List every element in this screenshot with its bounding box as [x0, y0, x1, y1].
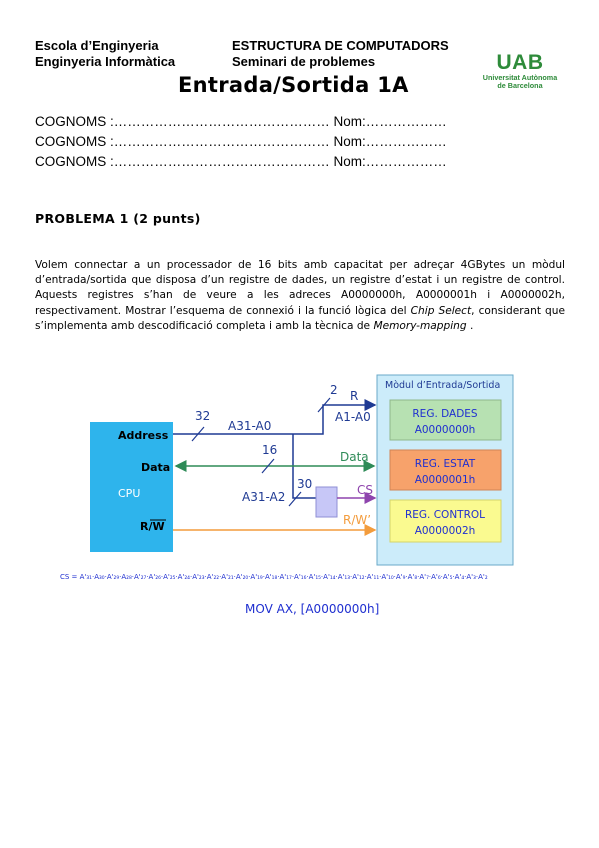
data-bus-label: Data [340, 450, 369, 464]
course-name: ESTRUCTURA DE COMPUTADORS [232, 38, 449, 53]
address-label: Address [118, 429, 169, 442]
reg-status-label: REG. ESTAT [415, 458, 476, 470]
mov-instruction: MOV AX, [A0000000h] [245, 602, 380, 616]
name-field[interactable]: ……………… [365, 114, 447, 129]
a31-a2-label: A31-A2 [242, 490, 285, 504]
uab-logo: UAB Universitat Autònoma de Barcelona [472, 52, 568, 90]
reg-data-address: A0000000h [415, 424, 476, 436]
data-bus-width: 16 [262, 443, 277, 457]
address-bus-width: 32 [195, 409, 210, 423]
problem-text: Volem connectar a un processador de 16 b… [35, 258, 565, 334]
name-line: COGNOMS :………………………………………… Nom:……………… [35, 112, 575, 132]
surname-label: COGNOMS : [35, 154, 114, 169]
reg-status-address: A0000001h [415, 474, 476, 486]
seminar-name: Seminari de problemes [232, 54, 376, 69]
uab-logo-sub2: de Barcelona [497, 81, 543, 90]
name-label: Nom: [333, 114, 366, 129]
name-field[interactable]: ……………… [365, 154, 447, 169]
problem-text-memory-mapping: Memory-mapping [373, 319, 467, 332]
problem-text-part1: Volem connectar a un processador de 16 b… [35, 259, 565, 317]
a31-a2-line [292, 434, 316, 499]
data-label: Data [141, 461, 170, 474]
data-bus-slash [261, 458, 275, 474]
a31-a2-width: 30 [297, 477, 312, 491]
reg-data-label: REG. DADES [412, 408, 478, 420]
problem-text-part3: . [466, 319, 474, 332]
uab-logo-text: UAB [496, 51, 544, 74]
problem-text-chip-select: Chip Select [410, 304, 472, 317]
a1-a0-width: 2 [330, 383, 338, 397]
name-line: COGNOMS :………………………………………… Nom:……………… [35, 132, 575, 152]
surname-label: COGNOMS : [35, 114, 114, 129]
page-title: Entrada/Sortida 1A [178, 73, 409, 97]
address-bus-line [173, 399, 377, 435]
rw-label: R/W [140, 520, 165, 533]
name-label: Nom: [333, 154, 366, 169]
cpu-block [90, 422, 173, 552]
cs-equation: CS = A'₃₁·A₃₀·A'₂₉·A₂₈·A'₂₇·A'₂₆·A'₂₅·A'… [60, 573, 488, 581]
surname-field[interactable]: ………………………………………… [113, 114, 330, 129]
surname-field[interactable]: ………………………………………… [113, 134, 330, 149]
surname-label: COGNOMS : [35, 134, 114, 149]
problem-heading: PROBLEMA 1 (2 punts) [35, 211, 201, 226]
reg-control-box [389, 499, 502, 543]
connection-diagram: Address Data CPU R/W Mòdul d’Entrada/Sor… [90, 374, 514, 566]
degree-name: Enginyeria Informàtica [35, 54, 176, 69]
uab-logo-sub1: Universitat Autònoma [482, 73, 558, 82]
module-title: Mòdul d’Entrada/Sortida [385, 380, 500, 391]
reg-control-label: REG. CONTROL [405, 509, 485, 521]
a1-a0-slash [317, 397, 331, 413]
problem-text-part2: , considerant que s’implementa amb desco… [35, 304, 566, 332]
rw-line-label: R/W’ [343, 513, 371, 527]
cpu-label: CPU [118, 487, 140, 500]
name-line: COGNOMS :………………………………………… Nom:……………… [35, 152, 575, 172]
a1-a0-label: A1-A0 [335, 410, 371, 424]
name-field[interactable]: ……………… [365, 134, 447, 149]
decoder-block [315, 486, 338, 518]
address-bus-label: A31-A0 [228, 419, 271, 433]
name-fields: COGNOMS :………………………………………… Nom:……………… COG… [35, 112, 575, 172]
name-label: Nom: [333, 134, 366, 149]
cs-label: CS [357, 483, 373, 497]
reg-data-box [389, 399, 502, 441]
surname-field[interactable]: ………………………………………… [113, 154, 330, 169]
reg-status-box [389, 449, 502, 491]
reg-control-address: A0000002h [415, 525, 476, 537]
a31-a2-slash [288, 491, 302, 507]
address-bus-slash [191, 426, 205, 442]
school-name: Escola d’Enginyeria [35, 38, 159, 53]
register-select-label: R [350, 389, 358, 403]
